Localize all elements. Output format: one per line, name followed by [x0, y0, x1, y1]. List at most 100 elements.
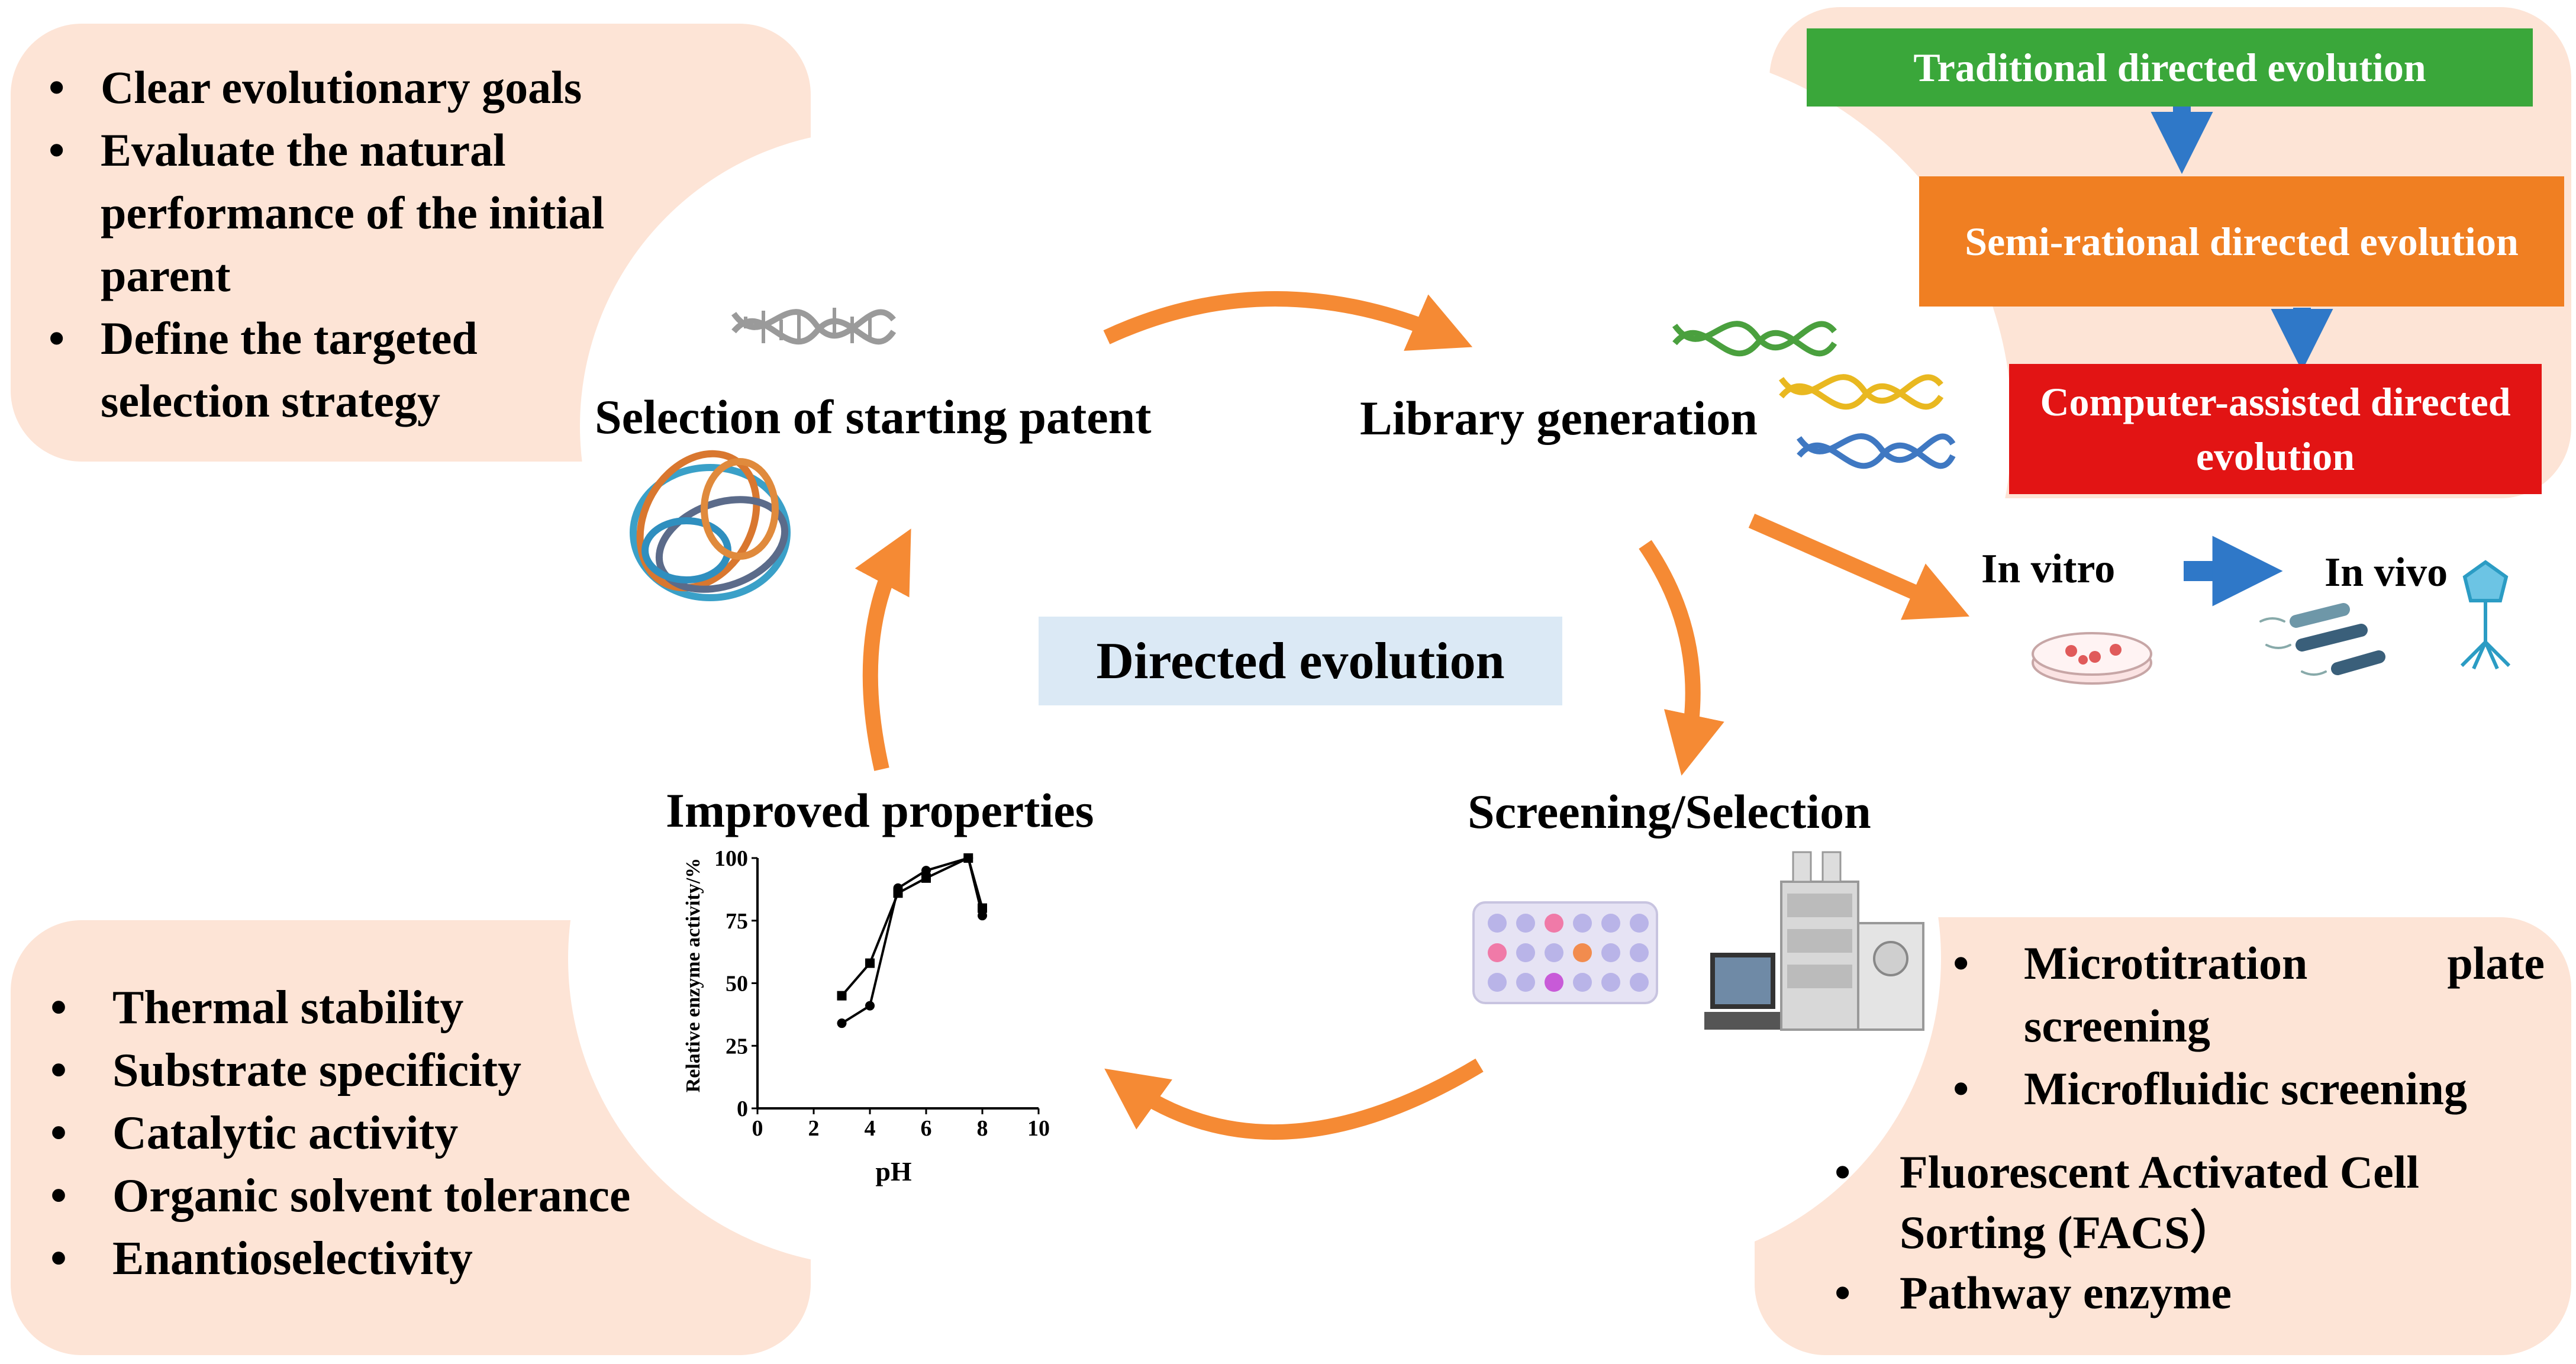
property-item: • Catalytic activity: [12, 1102, 752, 1165]
screening-panel-bg: [1755, 917, 2571, 1355]
property-item: • Enantioselectivity: [12, 1227, 752, 1290]
microplate-icon: [1472, 901, 1658, 1004]
dna-helix-icon: [1796, 433, 1956, 469]
chart-x-tick-label: 8: [977, 1116, 988, 1141]
bullet: •: [1835, 1146, 1851, 1198]
goal-text: Define the targeted selection strategy: [101, 312, 478, 427]
panel-cutout: [580, 130, 1172, 722]
goals-list: • Clear evolutionary goals • Evaluate the …: [18, 56, 716, 433]
goal-item: • Clear evolutionary goals: [18, 56, 716, 119]
property-text: Organic solvent tolerance: [112, 1170, 631, 1222]
node-selection-title: Selection of starting patent: [595, 390, 1152, 444]
in-vitro-label: In vitro: [1981, 546, 2116, 592]
properties-list: • Thermal stability • Substrate specificit…: [12, 976, 752, 1290]
dna-helix-icon: [1672, 321, 1837, 357]
bullet: •: [50, 1233, 67, 1285]
computer-assisted-evolution-label: Computer-assisted directed evolution: [2040, 379, 2511, 479]
chart-xlabel: pH: [875, 1156, 912, 1186]
dna-helix-icon: [731, 308, 897, 345]
screening-item: • Pathway enzyme: [1823, 1263, 2497, 1323]
screening-text: Microtitration plate screening: [2024, 937, 2545, 1052]
traditional-evolution-box: Traditional directed evolution: [1807, 28, 2533, 107]
property-text: Substrate specificity: [112, 1044, 522, 1097]
chart-y-tick-label: 50: [726, 972, 748, 997]
chart-x-tick-label: 0: [752, 1116, 763, 1141]
bullet: •: [1953, 1063, 1969, 1114]
chart-x-tick-label: 2: [808, 1116, 820, 1141]
in-vivo-label: In vivo: [2324, 550, 2448, 595]
screening-text: Pathway enzyme: [1900, 1267, 2232, 1318]
semi-rational-evolution-label: Semi-rational directed evolution: [1965, 219, 2519, 264]
property-item: • Thermal stability: [12, 976, 752, 1039]
bullet: •: [49, 62, 65, 113]
bullet: •: [50, 982, 67, 1034]
hplc-instrument-icon: [1704, 851, 1924, 1031]
center-label-text: Directed evolution: [1096, 632, 1505, 690]
property-text: Thermal stability: [112, 982, 464, 1034]
chart-y-tick-label: 75: [726, 909, 748, 934]
screening-methods-list-b: • Fluorescent Activated Cell Sorting (FAC…: [1823, 1142, 2497, 1323]
bullet: •: [50, 1170, 67, 1222]
petri-dish-icon: [2032, 632, 2152, 685]
bullet: •: [49, 312, 65, 364]
property-item: • Organic solvent tolerance: [12, 1165, 752, 1227]
bullet: •: [50, 1044, 67, 1097]
panel-cutout: [568, 651, 1184, 1266]
chart-x-tick-label: 6: [921, 1116, 932, 1141]
node-improved-title: Improved properties: [666, 783, 1094, 837]
node-library-title: Library generation: [1360, 391, 1758, 445]
traditional-evolution-label: Traditional directed evolution: [1913, 45, 2426, 90]
screening-item: • Microtitration plate screening: [1947, 932, 2551, 1057]
property-text: Enantioselectivity: [112, 1233, 473, 1285]
screening-text: Microfluidic screening: [2024, 1063, 2467, 1114]
chart-point: [978, 911, 987, 921]
bullet: •: [49, 124, 65, 176]
bullet: •: [1835, 1267, 1851, 1318]
chart-point: [921, 873, 931, 883]
chart-ylabel: Relative enzyme activity/%: [682, 858, 704, 1093]
screening-methods-list-a: • Microtitration plate screening • Microfl…: [1947, 932, 2551, 1120]
semi-rational-evolution-box: Semi-rational directed evolution: [1919, 176, 2564, 307]
arrow-improved-to-selection: [855, 528, 911, 771]
computer-assisted-evolution-box: Computer-assisted directed evolution: [2009, 364, 2542, 494]
goal-text: Clear evolutionary goals: [101, 62, 582, 113]
dna-helix-icon: [1778, 374, 1944, 410]
chart-x-tick-label: 10: [1027, 1116, 1050, 1141]
center-label: Directed evolution: [1039, 617, 1562, 705]
screening-item: • Fluorescent Activated Cell Sorting (FAC…: [1823, 1142, 2497, 1263]
chart-point: [865, 958, 875, 968]
chart-y-tick-label: 25: [726, 1034, 748, 1059]
screening-item: • Microfluidic screening: [1947, 1057, 2551, 1120]
protein-structure-icon: [630, 450, 791, 601]
bullet: •: [50, 1107, 67, 1159]
screening-text: Fluorescent Activated Cell Sorting (FACS…: [1900, 1146, 2420, 1258]
arrow-library-to-expression: [1748, 514, 1970, 620]
arrow-selection-to-library: [1103, 291, 1473, 351]
chart-point: [963, 853, 973, 863]
node-screening-title: Screening/Selection: [1468, 785, 1871, 839]
arrow-screening-to-improved: [1104, 1058, 1484, 1140]
property-item: • Substrate specificity: [12, 1039, 752, 1102]
chart-y-tick-label: 100: [714, 846, 748, 871]
chart-point: [837, 991, 847, 1001]
chart-x-tick-label: 4: [865, 1116, 876, 1141]
goal-text: Evaluate the natural performance of the …: [101, 124, 605, 301]
property-text: Catalytic activity: [112, 1107, 459, 1159]
chart-series-line: [841, 856, 984, 1024]
chart-point: [865, 1001, 875, 1011]
bacteria-icon: [2259, 603, 2385, 676]
panel-cutout: [1255, 47, 2012, 805]
chart-point: [837, 1018, 847, 1028]
phage-icon: [2460, 560, 2511, 670]
chart-point: [893, 883, 903, 893]
bullet: •: [1953, 937, 1969, 989]
chart-y-tick-label: 0: [737, 1097, 748, 1121]
chart-point: [921, 866, 931, 876]
goal-item: • Define the targeted selection strategy: [18, 307, 716, 433]
goal-item: • Evaluate the natural performance of the…: [18, 119, 716, 307]
